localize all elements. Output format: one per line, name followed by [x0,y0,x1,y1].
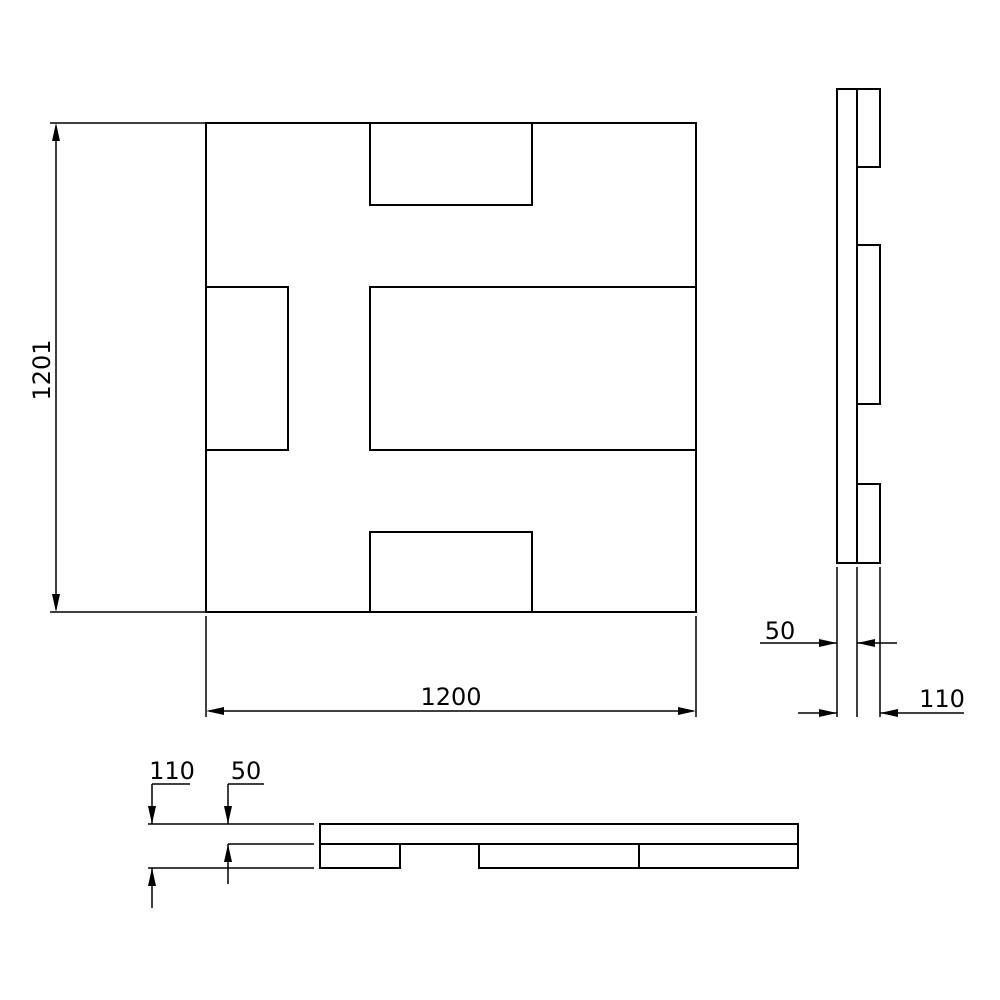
top-view-outline [205,122,697,613]
front-view-blocks [319,843,799,869]
front-view [148,823,799,869]
top-view-cutout-left [206,286,289,451]
top-view-cutout-top [369,123,533,206]
side-view-blocks [856,88,881,564]
top-view-cutout-bottom [369,531,533,612]
dimension-side-block-label: 110 [919,685,965,713]
side-view [836,88,881,717]
dimension-width: 1200 [205,616,697,717]
dimension-front-deck-label: 50 [231,757,262,785]
top-view-cutout-right [369,286,696,451]
dimension-front-block: 110 [148,757,195,908]
dimension-side-deck-label: 50 [765,617,796,645]
dimension-side-block: 110 [798,685,965,717]
front-view-deck [319,823,799,845]
top-view [205,122,697,613]
side-view-deck [836,88,858,564]
dimension-height-label: 1201 [28,339,56,400]
dimension-side-deck: 50 [760,617,897,647]
dimension-front-block-label: 110 [149,757,195,785]
dimension-front-deck: 50 [224,757,264,884]
dimension-height: 1201 [28,122,206,613]
dimension-width-label: 1200 [420,683,481,711]
